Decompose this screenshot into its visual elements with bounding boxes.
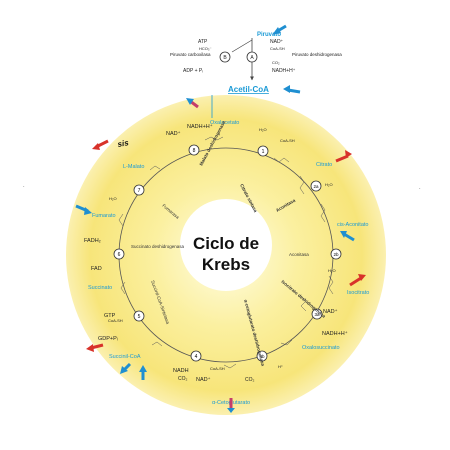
cofactor-gdp-pi: GDP+Pᵢ (98, 336, 118, 342)
label-pyruvate-carboxylase: Piruvato carboxilasa (170, 52, 211, 57)
label-nad-top: NAD⁺ (270, 39, 284, 45)
label-coash-top: CoA-SH (270, 46, 285, 51)
label-isocitrate: Isocitrato (347, 290, 369, 296)
arrow-cis-aconitate (343, 232, 355, 242)
cofactor-nadh-8: NADH+H⁺ (187, 123, 213, 130)
cofactor-coash-1: CoA-SH (280, 138, 295, 143)
step-4-label: 4 (195, 354, 198, 360)
label-oxaloacetate: Oxalacetato (210, 120, 239, 126)
cofactor-nad-3a: NAD⁺ (323, 308, 338, 315)
label-pyruvate-dehydrogenase: Piruvato deshidrogenasa (292, 52, 342, 57)
cycle-center (180, 199, 272, 291)
arrow-isocitrate-out (349, 276, 362, 287)
step-3a-label: 3a (314, 312, 320, 317)
step-1-circle (257, 145, 269, 157)
stray-mark-right: · (419, 186, 421, 192)
title-line-1: Ciclo de (193, 234, 259, 253)
label-hco3: HCO₃⁻ (199, 46, 212, 51)
step-8-label: 8 (193, 148, 196, 154)
pyruvate-to-oaa-branch (231, 39, 253, 53)
step-3a-circle (311, 308, 323, 320)
cofactor-fadh2: FADH₂ (84, 238, 101, 244)
label-oxalosuccinate: Oxalosuccinato (302, 345, 340, 351)
step-b-circle (219, 51, 231, 63)
cofactor-h-plus: H⁺ (278, 364, 283, 369)
step-6-circle (113, 248, 125, 260)
step-a-label: A (250, 55, 254, 61)
cofactor-fad: FAD (91, 266, 102, 272)
cofactor-coash-5: CoA-SH (108, 318, 123, 323)
enzyme-side-left: sis (117, 138, 130, 149)
cofactor-coash-4: CoA-SH (210, 366, 225, 371)
label-atp: ATP (198, 39, 208, 45)
step-7-circle (133, 184, 145, 196)
external-arrows (75, 24, 366, 413)
enzyme-aconitase-2: Aconitasa (289, 252, 309, 257)
label-pyruvate: Piruvato (257, 32, 281, 38)
step-5-label: 5 (138, 314, 141, 320)
cofactor-co2-4: CO₂ (178, 376, 188, 382)
cofactor-co2-3b: CO₂ (245, 377, 255, 383)
label-succinyl-coa: Succinil-CoA (109, 354, 141, 360)
step-6-label: 6 (118, 252, 121, 258)
cofactor-h2o-2a: H₂O (325, 182, 333, 187)
label-fumarate: Fumarato (92, 213, 116, 219)
label-cis-aconitate: cis-Aconitato (337, 222, 369, 228)
step-8-circle (188, 144, 200, 156)
label-adp-pi: ADP + Pᵢ (183, 68, 203, 74)
step-2a-circle (310, 180, 322, 192)
cofactor-nad-8: NAD⁺ (166, 130, 181, 137)
stray-mark-left: · (23, 184, 25, 190)
enzyme-succinate-dh: Succinato deshidrogenasa (131, 244, 185, 249)
label-l-malate: L-Malato (123, 164, 144, 170)
label-succinate: Succinato (88, 285, 112, 291)
step-4-circle (190, 350, 202, 362)
label-co2-top: CO₂ (272, 60, 280, 65)
cofactor-gtp: GTP (104, 313, 116, 319)
step-a-circle (246, 51, 258, 63)
step-2a-label: 2a (313, 184, 319, 189)
step-3b-label: 3b (259, 354, 265, 359)
step-7-label: 7 (138, 188, 141, 194)
cofactor-nadh-3a: NADH+H⁺ (322, 330, 348, 337)
cofactor-h2o-7: H₂O (109, 196, 117, 201)
cofactor-h2o-2b: H₂O (328, 268, 336, 273)
cofactor-h2o-1: H₂O (259, 127, 267, 132)
step-circles: 1 2a 2b 3a 3b 4 5 6 7 8 (113, 144, 342, 362)
molecule-sketches (118, 136, 334, 369)
step-b-label: B (223, 55, 227, 61)
label-citrate: Citrato (316, 162, 332, 168)
step-5-circle (133, 310, 145, 322)
step-1-label: 1 (262, 149, 265, 155)
cofactor-nadh-4: NADH (173, 368, 189, 374)
title-line-2: Krebs (202, 255, 250, 274)
label-nadh-top: NADH+H⁺ (272, 68, 296, 74)
step-3b-circle (256, 350, 268, 362)
step-2b-circle (330, 248, 342, 260)
cofactor-nad-4: NAD⁺ (196, 376, 211, 383)
label-acetyl-coa: Acetil-CoA (228, 85, 269, 94)
step-2b-label: 2b (333, 252, 339, 257)
